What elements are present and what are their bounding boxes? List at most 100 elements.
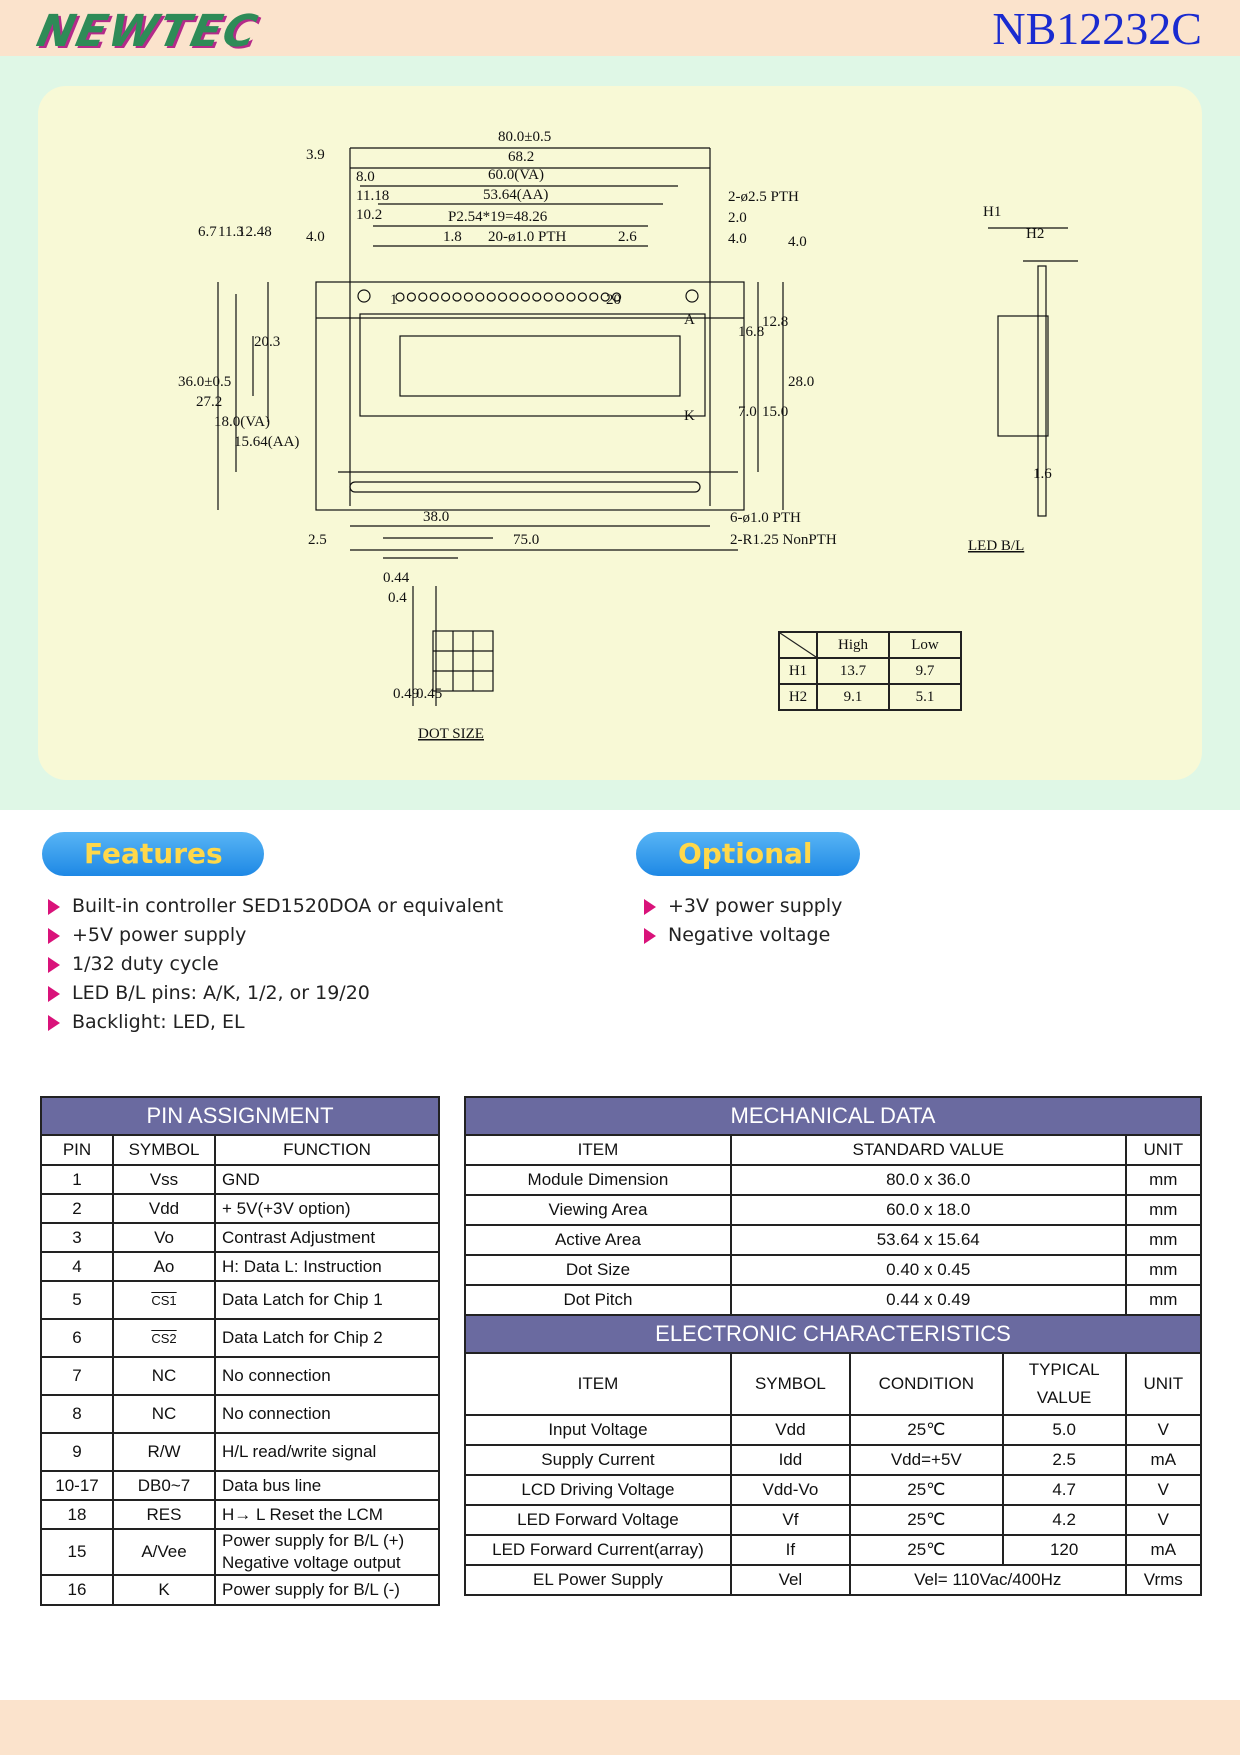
elec-condition: 25℃ [848, 1414, 1004, 1446]
elec-unit: mA [1124, 1534, 1203, 1566]
mech-value: 0.40 x 0.45 [729, 1254, 1127, 1286]
pin-function: Power supply for B/L (-) [214, 1574, 440, 1606]
dot-w2: 0.4 [388, 590, 407, 606]
dim-10-2: 10.2 [356, 207, 382, 223]
dim-27-2: 27.2 [196, 394, 222, 410]
dim-11-3: 11.3 [218, 224, 244, 240]
mech-item-header: ITEM [464, 1134, 732, 1166]
side-thickness: 1.6 [1033, 466, 1052, 482]
pin-symbol: Vo [112, 1222, 216, 1253]
dim-38-0: 38.0 [423, 509, 449, 525]
mech-item: Active Area [464, 1224, 732, 1256]
feature-item: LED B/L pins: A/K, 1/2, or 19/20 [46, 979, 503, 1008]
elec-value: 120 [1001, 1534, 1127, 1566]
pin-function: GND [214, 1164, 440, 1195]
connector-pin [554, 292, 565, 302]
feature-item: 1/32 duty cycle [46, 950, 503, 979]
pin-col-header: PIN [40, 1134, 114, 1166]
pin-function: H/L read/write signal [214, 1432, 440, 1472]
mech-unit: mm [1124, 1164, 1203, 1196]
connector-pin [452, 292, 462, 302]
mech-item: Viewing Area [464, 1194, 732, 1226]
pin-symbol: Vdd [112, 1193, 216, 1224]
mech-value: 80.0 x 36.0 [729, 1164, 1127, 1196]
pin-symbol: Ao [112, 1251, 216, 1282]
optional-item: +3V power supply [642, 892, 842, 921]
connector-pin [577, 292, 588, 302]
elec-unit: V [1124, 1474, 1203, 1506]
pin-symbol: DB0~7 [112, 1470, 216, 1501]
hl-h1-low: 9.7 [888, 657, 962, 685]
dim-overall-width: 80.0±0.5 [498, 129, 551, 145]
connector-pin [441, 292, 451, 302]
mech-unit: mm [1124, 1284, 1203, 1316]
elec-typical-header: TYPICAL VALUE [1001, 1352, 1127, 1416]
dim-aa-height: 15.64(AA) [234, 434, 299, 450]
elec-symbol: Vel [729, 1564, 851, 1596]
dim-6-7: 6.7 [198, 224, 217, 240]
connector-pin [532, 292, 542, 302]
pin-symbol: K [112, 1574, 216, 1606]
feature-item: Backlight: LED, EL [46, 1008, 503, 1037]
connector-pin [520, 292, 530, 302]
dim-11-18: 11.18 [356, 188, 389, 204]
h-dimension-table: High Low H1 13.7 9.7 H2 9.1 5.1 [778, 631, 962, 711]
mech-value: 60.0 x 18.0 [729, 1194, 1127, 1226]
mech-unit-header: UNIT [1124, 1134, 1203, 1166]
mech-value-header: STANDARD VALUE [729, 1134, 1127, 1166]
features-list: Built-in controller SED1520DOA or equiva… [46, 892, 503, 1037]
elec-condition: Vel= 110Vac/400Hz [848, 1564, 1127, 1596]
feature-item: +5V power supply [46, 921, 503, 950]
pin-symbol: CS2 [112, 1318, 216, 1358]
connector-pin [406, 292, 416, 302]
connector-pin [600, 292, 610, 302]
elec-item: LCD Driving Voltage [464, 1474, 732, 1506]
pin-number: 18 [40, 1499, 114, 1530]
pin-number: 15 [40, 1528, 114, 1576]
elec-item: Supply Current [464, 1444, 732, 1476]
hl-h2-high: 9.1 [816, 683, 890, 711]
elec-unit-header: UNIT [1124, 1352, 1203, 1416]
pin-number: 2 [40, 1193, 114, 1224]
dim-15-0: 15.0 [762, 404, 788, 420]
dot-w1: 0.44 [383, 570, 410, 586]
pin-function: H→ L Reset the LCM [214, 1499, 440, 1530]
dim-1-8: 1.8 [443, 229, 462, 245]
brand-logo: NEWTEC [32, 6, 264, 57]
connector-pin [611, 292, 622, 302]
dim-nonpth: 2-R1.25 NonPTH [730, 532, 837, 548]
hl-col-high: High [816, 631, 890, 659]
dim-3-9: 3.9 [306, 147, 325, 163]
dim-pth: 20-ø1.0 PTH [488, 229, 567, 245]
dim-4-0-vert: 4.0 [788, 234, 807, 250]
dim-12-8: 12.8 [762, 314, 788, 330]
elec-condition: 25℃ [848, 1534, 1004, 1566]
elec-condition: 25℃ [848, 1504, 1004, 1536]
pin-symbol: A/Vee [112, 1528, 216, 1576]
dim-12-48: 12.48 [238, 224, 272, 240]
pin-function: H: Data L: Instruction [214, 1251, 440, 1282]
elec-table-title: ELECTRONIC CHARACTERISTICS [464, 1314, 1202, 1354]
elec-value: 2.5 [1001, 1444, 1127, 1476]
elec-symbol: If [729, 1534, 851, 1566]
pin-symbol: R/W [112, 1432, 216, 1472]
dim-va-width: 60.0(VA) [488, 167, 544, 183]
elec-symbol: Vf [729, 1504, 851, 1536]
elec-symbol: Vdd [729, 1414, 851, 1446]
hl-col-low: Low [888, 631, 962, 659]
hl-row-h2: H2 [778, 683, 818, 711]
pin-function: Data bus line [214, 1470, 440, 1501]
dim-8-0: 8.0 [356, 169, 375, 185]
